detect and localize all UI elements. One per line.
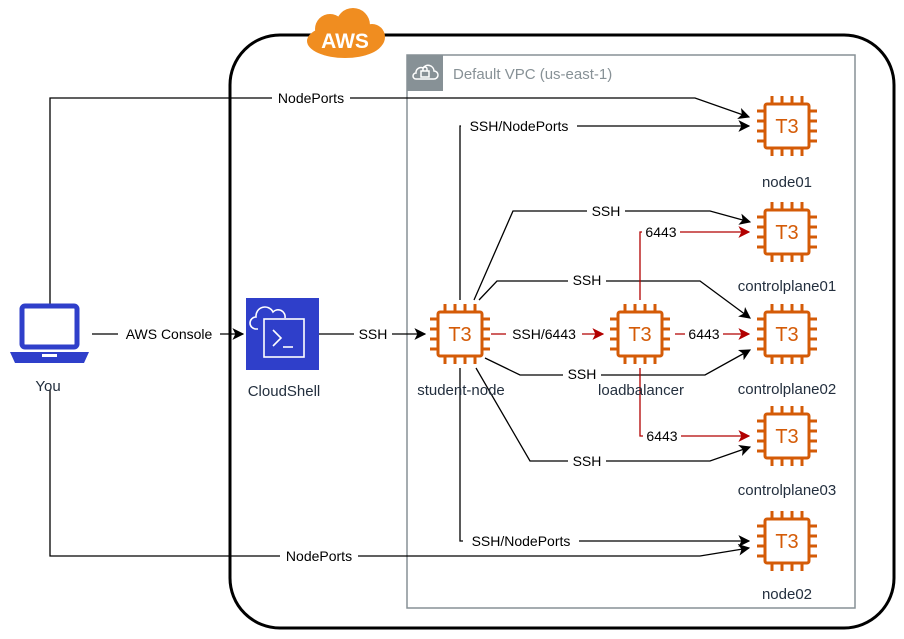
- vpc-label: Default VPC (us-east-1): [453, 66, 612, 83]
- node01-node[interactable]: T3: [755, 94, 819, 158]
- loadbalancer-type: T3: [628, 324, 651, 346]
- svg-text:SSH: SSH: [359, 326, 388, 342]
- edge-student-node01: [459, 120, 751, 300]
- controlplane02-type: T3: [775, 324, 798, 346]
- controlplane03-type: T3: [775, 426, 798, 448]
- student-node[interactable]: T3: [428, 302, 492, 366]
- laptop-icon: [10, 303, 89, 363]
- edge-label-student-node01: SSH/NodePorts: [461, 117, 577, 135]
- student-node-label: student-node: [417, 382, 505, 399]
- loadbalancer-label: loadbalancer: [598, 382, 684, 399]
- svg-text:NodePorts: NodePorts: [286, 548, 352, 564]
- svg-text:6443: 6443: [688, 326, 719, 342]
- controlplane01-label: controlplane01: [738, 278, 836, 295]
- student-node-type: T3: [448, 324, 471, 346]
- controlplane01-node[interactable]: T3: [755, 200, 819, 264]
- node02-type: T3: [775, 531, 798, 553]
- edge-student-cp02-upper: [478, 280, 751, 319]
- edge-label-you-cloudshell: AWS Console: [118, 325, 220, 343]
- edge-you-node01: [49, 97, 751, 305]
- edge-label-you-node01: NodePorts: [272, 89, 350, 107]
- edge-student-cp02-lower: [484, 349, 752, 376]
- loadbalancer-node[interactable]: T3: [608, 302, 672, 366]
- edge-label-lb-cp01: 6443: [642, 223, 680, 241]
- cloudshell-icon: [249, 306, 305, 358]
- aws-cloud-label: AWS: [321, 30, 369, 53]
- node01-label: node01: [762, 174, 812, 191]
- svg-text:AWS Console: AWS Console: [126, 326, 213, 342]
- edge-label-lb-cp03: 6443: [643, 427, 681, 445]
- svg-text:SSH/6443: SSH/6443: [512, 326, 576, 342]
- svg-text:6443: 6443: [646, 428, 677, 444]
- edge-label-you-node02: NodePorts: [280, 547, 358, 565]
- edge-label-student-cp02-upper: SSH: [568, 271, 606, 289]
- svg-text:6443: 6443: [645, 224, 676, 240]
- edge-label-student-cp01: SSH: [587, 202, 625, 220]
- edge-label-cloudshell-student: SSH: [354, 325, 392, 343]
- svg-text:SSH: SSH: [592, 203, 621, 219]
- svg-text:SSH: SSH: [573, 272, 602, 288]
- edge-label-student-cp02-lower: SSH: [563, 365, 601, 383]
- lock-cloud-icon: [412, 64, 439, 80]
- edge-label-student-cp03: SSH: [568, 452, 606, 470]
- controlplane03-label: controlplane03: [738, 482, 836, 499]
- controlplane03-node[interactable]: T3: [755, 404, 819, 468]
- edge-you-node02: [49, 390, 751, 557]
- cloudshell-node[interactable]: CloudShell: [246, 298, 320, 400]
- svg-text:SSH/NodePorts: SSH/NodePorts: [470, 118, 569, 134]
- aws-cloud-icon: AWS: [307, 8, 385, 58]
- vpc-boundary: [406, 54, 856, 609]
- edge-label-lb-cp02: 6443: [685, 325, 723, 343]
- edge-student-cp03: [475, 367, 752, 462]
- node02-node[interactable]: T3: [755, 509, 819, 573]
- node02-label: node02: [762, 586, 812, 603]
- svg-text:SSH/NodePorts: SSH/NodePorts: [472, 533, 571, 549]
- aws-cloud-boundary: [228, 33, 896, 630]
- user-label: You: [35, 378, 60, 395]
- user-laptop: You: [10, 303, 89, 395]
- controlplane02-label: controlplane02: [738, 381, 836, 398]
- edge-label-student-node02: SSH/NodePorts: [463, 532, 579, 550]
- svg-text:NodePorts: NodePorts: [278, 90, 344, 106]
- edge-lb-cp03: [639, 368, 751, 442]
- controlplane01-type: T3: [775, 222, 798, 244]
- edge-student-node02: [459, 368, 751, 547]
- svg-text:SSH: SSH: [568, 366, 597, 382]
- edge-lb-cp01: [639, 226, 751, 300]
- node01-type: T3: [775, 116, 798, 138]
- cloudshell-label: CloudShell: [248, 383, 321, 400]
- edge-label-student-lb: SSH/6443: [506, 325, 582, 343]
- controlplane02-node[interactable]: T3: [755, 302, 819, 366]
- svg-text:SSH: SSH: [573, 453, 602, 469]
